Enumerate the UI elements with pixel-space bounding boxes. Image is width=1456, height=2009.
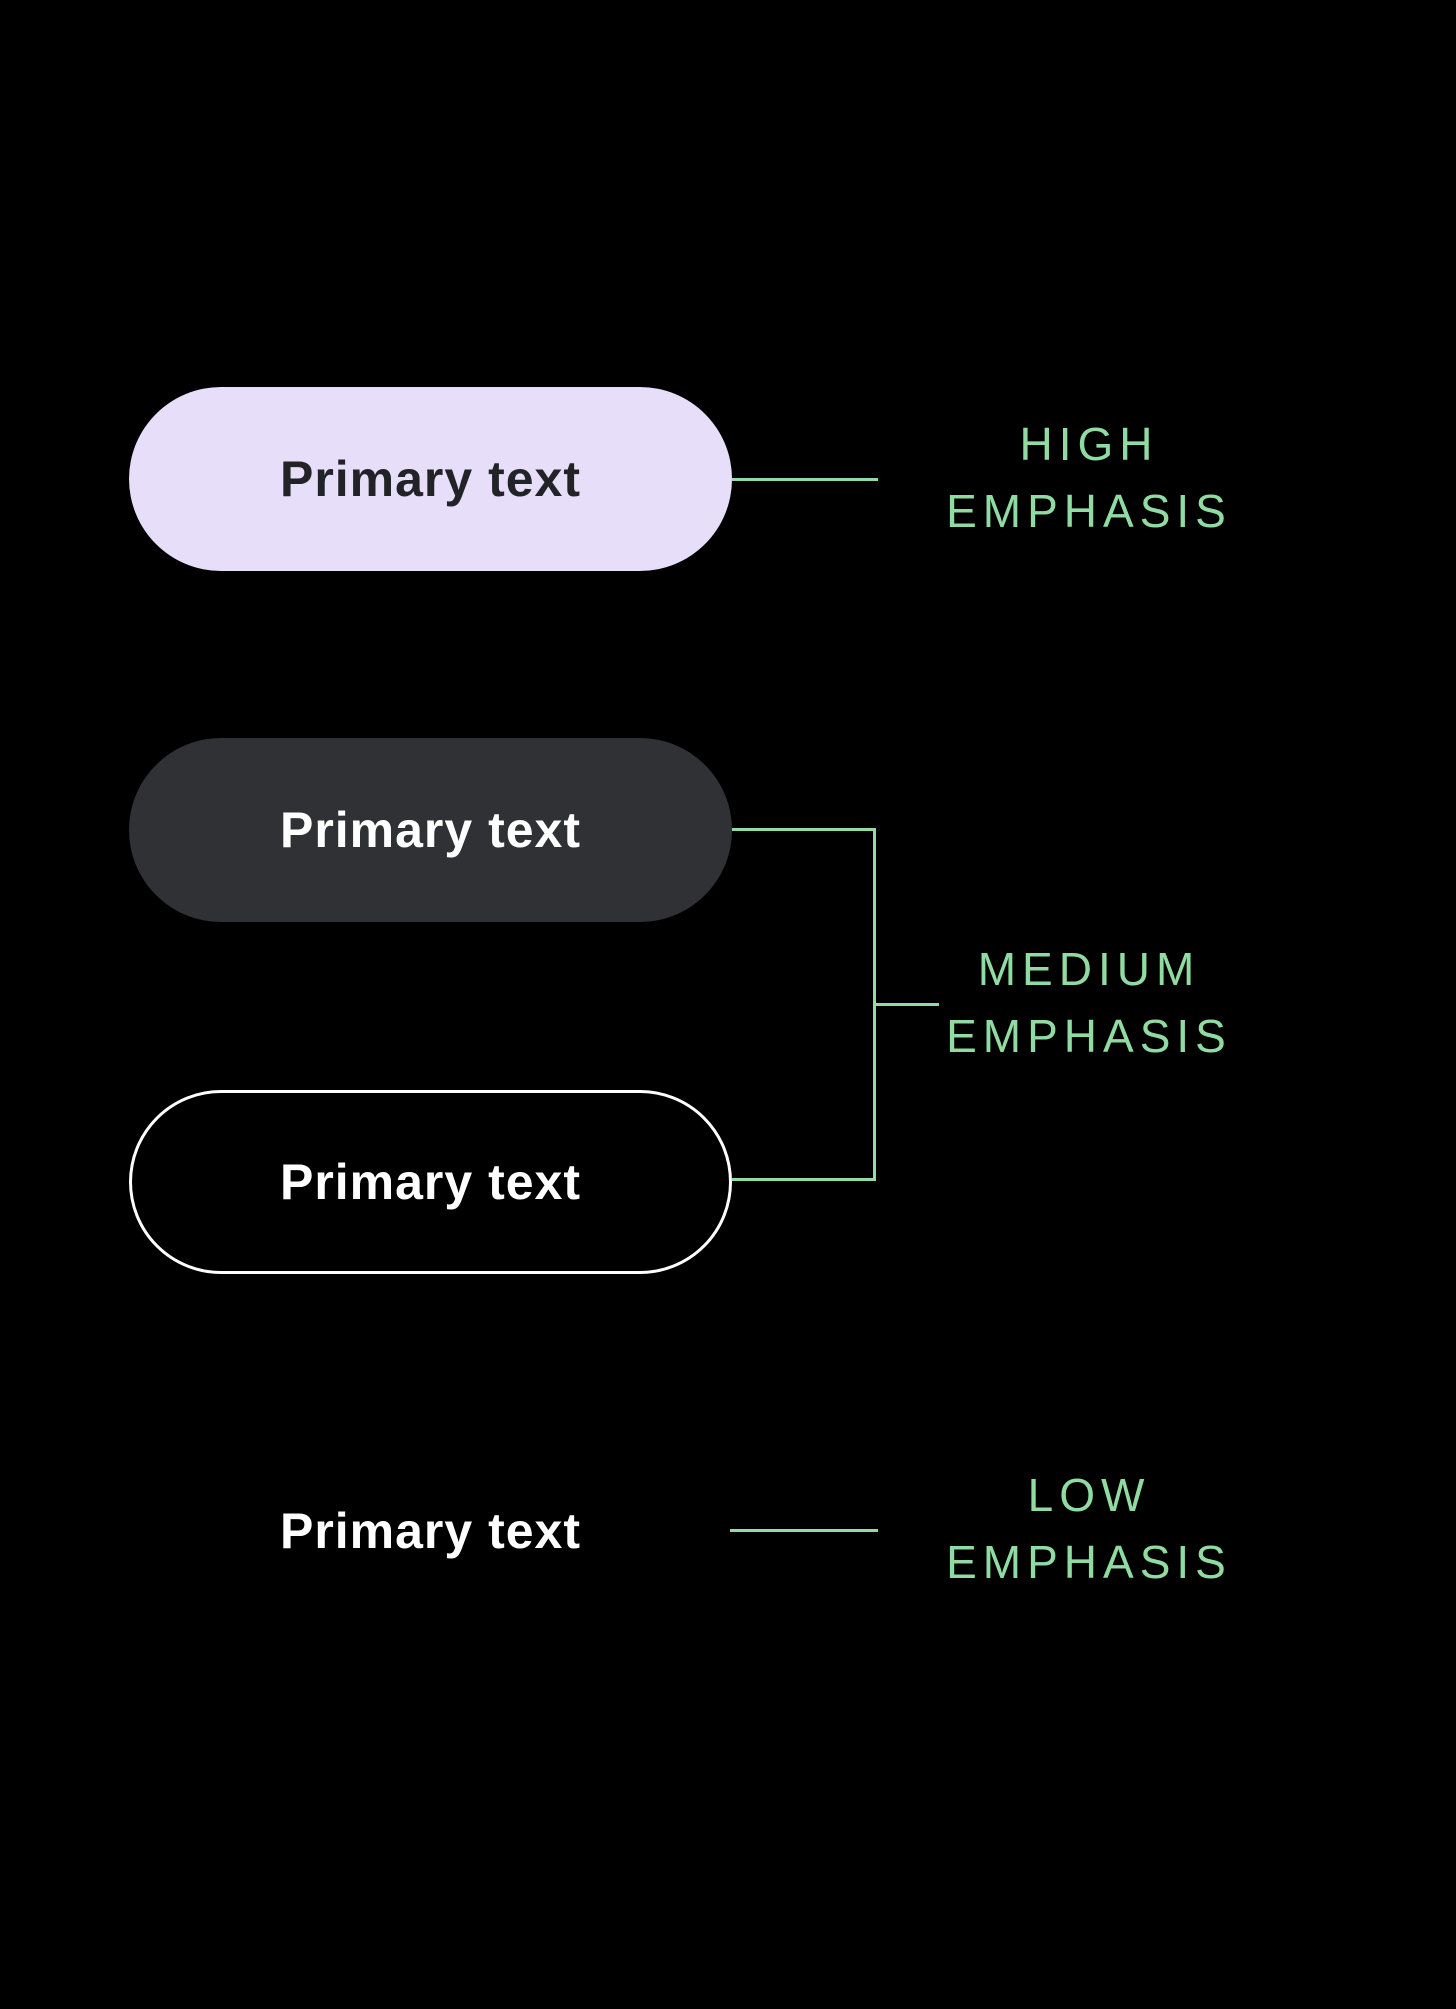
medium-emphasis-filled-button-label: Primary text <box>279 802 582 858</box>
low-emphasis-text-button[interactable]: Primary text <box>129 1496 732 1566</box>
low-emphasis-label: LOW EMPHASIS <box>889 1462 1289 1596</box>
medium-emphasis-label-line1: MEDIUM <box>977 943 1201 995</box>
medium-emphasis-filled-button[interactable]: Primary text <box>129 738 732 922</box>
low-emphasis-text-button-label: Primary text <box>279 1503 582 1559</box>
high-emphasis-label-line2: EMPHASIS <box>946 485 1232 537</box>
high-emphasis-button[interactable]: Primary text <box>129 387 732 571</box>
medium-emphasis-stub-line <box>876 1003 939 1006</box>
low-emphasis-connector-line <box>730 1529 878 1532</box>
medium-emphasis-label: MEDIUM EMPHASIS <box>889 936 1289 1070</box>
low-emphasis-label-line2: EMPHASIS <box>946 1536 1232 1588</box>
low-emphasis-label-line1: LOW <box>1027 1469 1151 1521</box>
high-emphasis-button-label: Primary text <box>279 451 582 507</box>
medium-emphasis-outlined-button-label: Primary text <box>279 1154 582 1210</box>
high-emphasis-label-line1: HIGH <box>1019 418 1159 470</box>
high-emphasis-connector-line <box>732 478 878 481</box>
medium-emphasis-label-line2: EMPHASIS <box>946 1010 1232 1062</box>
medium-emphasis-bracket <box>732 828 876 1181</box>
high-emphasis-label: HIGH EMPHASIS <box>889 411 1289 545</box>
medium-emphasis-outlined-button[interactable]: Primary text <box>129 1090 732 1274</box>
